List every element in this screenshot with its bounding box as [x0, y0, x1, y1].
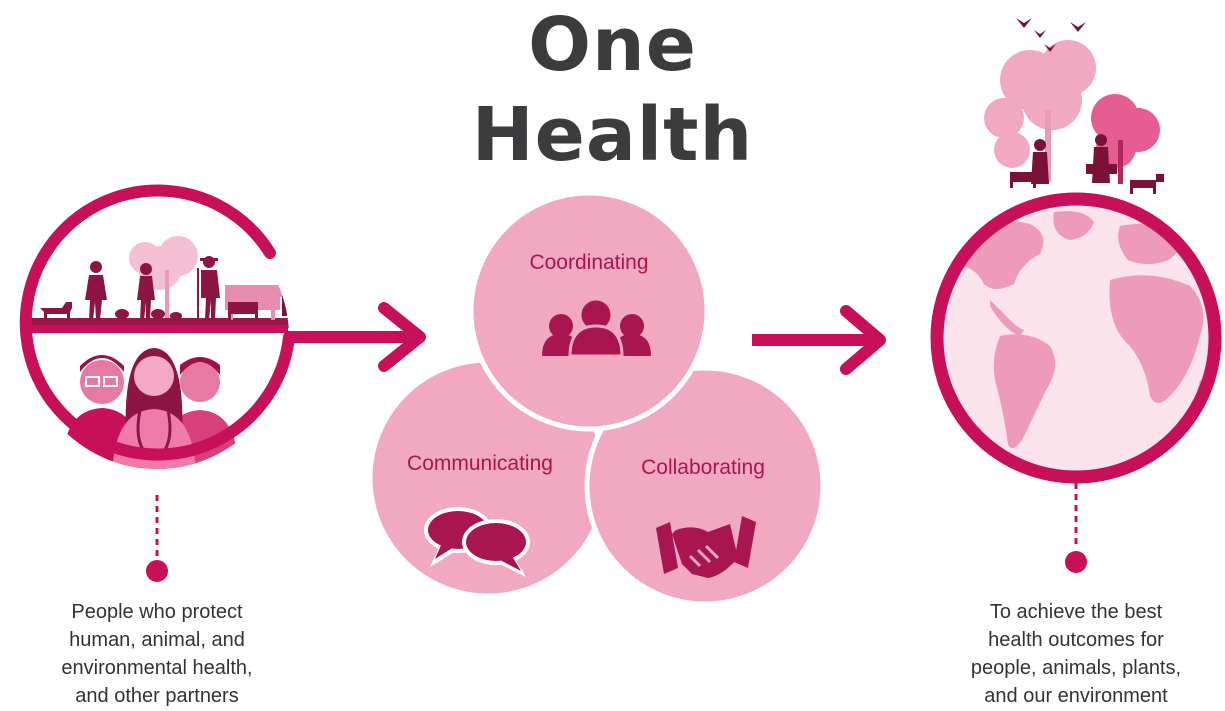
tree-icon	[129, 236, 198, 320]
right-caption: To achieve the best health outcomes for …	[946, 598, 1206, 710]
walking-people-icon	[85, 256, 220, 320]
venn-circles	[367, 190, 826, 607]
people-circle	[19, 184, 426, 582]
title-line-1: One	[528, 2, 697, 88]
left-caption-line: People who protect	[71, 601, 243, 623]
tree-icon	[984, 40, 1160, 184]
farmer-goat-icon	[1010, 134, 1164, 194]
collaborating-label: Collaborating	[641, 456, 765, 479]
right-caption-line: and our environment	[984, 685, 1168, 707]
globe-icon	[930, 18, 1222, 573]
left-caption: People who protect human, animal, and en…	[42, 598, 272, 710]
left-caption-line: human, animal, and	[69, 629, 245, 651]
chicken-icon	[115, 309, 182, 320]
right-caption-line: people, animals, plants,	[970, 657, 1182, 679]
collaborating-circle	[584, 365, 826, 607]
right-caption-line: To achieve the best	[989, 601, 1163, 623]
handshake-icon	[656, 516, 756, 578]
left-caption-line: and other partners	[75, 685, 239, 707]
dog-icon	[40, 302, 72, 320]
tree-icon	[302, 243, 357, 296]
title-line-2: Health	[471, 92, 754, 178]
coordinating-label: Coordinating	[529, 251, 649, 274]
arrow-right-icon	[752, 305, 886, 375]
right-caption-line: health outcomes for	[988, 629, 1164, 651]
communicating-label: Communicating	[407, 452, 553, 475]
people-group-icon	[542, 297, 651, 358]
bird-icon	[1016, 18, 1086, 52]
left-caption-line: environmental health,	[61, 657, 253, 679]
speech-bubbles-icon	[424, 507, 530, 577]
